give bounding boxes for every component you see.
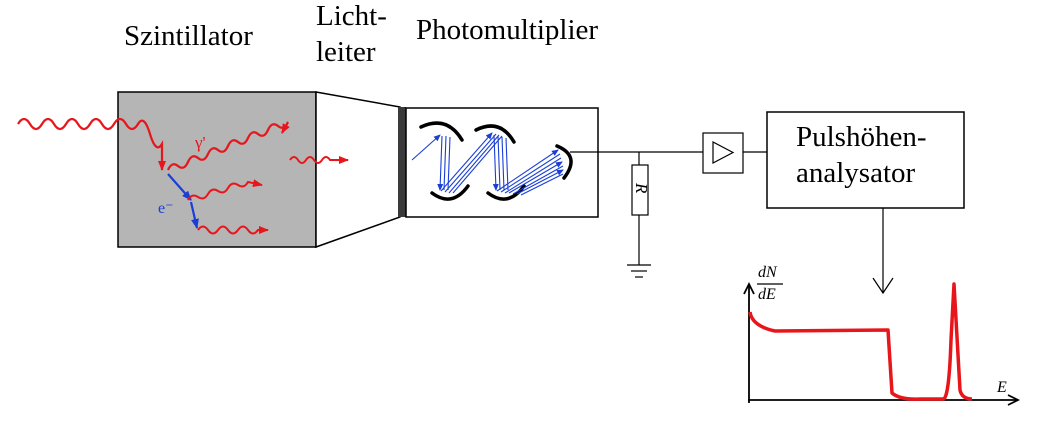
light-guide <box>315 91 401 249</box>
wavy-photon-arrow-icon <box>17 117 166 171</box>
spectrum-axes <box>743 281 1021 406</box>
dynode-arc-icon <box>555 144 573 180</box>
wavy-photon-arrow-icon <box>166 121 290 171</box>
label-scintillator: Szintillator <box>124 20 253 52</box>
scintillator-block <box>117 91 317 248</box>
spectrum-curve <box>748 282 973 401</box>
label-analyzer-line2: analysator <box>796 157 916 189</box>
electron-cascade <box>411 132 564 196</box>
wavy-photon-arrow-icon <box>289 156 349 164</box>
label-ylabel-denominator: dE <box>758 286 776 303</box>
dynode-arc-icon <box>474 124 516 144</box>
label-gamma-prime: γ' <box>195 133 206 152</box>
signal-wiring <box>570 111 965 295</box>
down-arrow-icon <box>872 277 894 295</box>
label-resistor: R <box>632 183 651 194</box>
label-analyzer-line1: Pulshöhen- <box>796 121 927 153</box>
wavy-photon-arrow-icon <box>197 225 269 235</box>
electron-arrow-icon <box>189 201 199 229</box>
label-xlabel: E <box>997 379 1007 396</box>
amplifier-box <box>702 132 744 174</box>
pulse-height-analyzer-box <box>766 111 965 209</box>
photocathode-window <box>398 107 406 217</box>
electron-arrow-icon <box>167 173 192 201</box>
dynode-arc-icon <box>419 121 464 142</box>
label-ylabel-numerator: dN <box>758 264 777 281</box>
resistor-box-icon <box>631 164 649 216</box>
label-lightguide-line1: Licht- <box>316 0 387 32</box>
label-lightguide-line2: leiter <box>316 36 376 68</box>
dynodes <box>419 121 573 201</box>
wavy-photon-arrow-icon <box>187 179 263 201</box>
amplifier-triangle-icon <box>712 141 735 164</box>
label-photomultiplier: Photomultiplier <box>416 14 599 46</box>
dynode-arc-icon <box>430 184 470 201</box>
label-electron: e⁻ <box>158 200 174 217</box>
